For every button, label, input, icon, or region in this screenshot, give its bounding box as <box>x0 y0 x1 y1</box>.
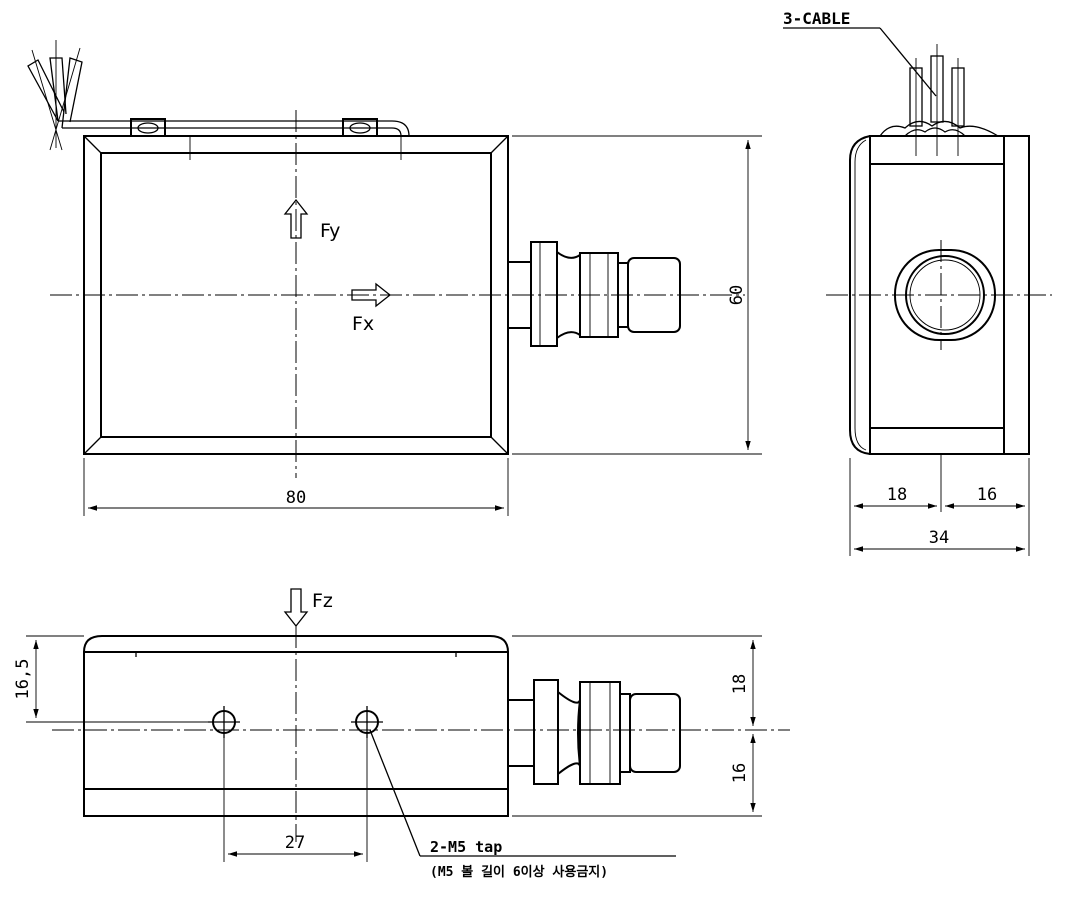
force-y-arrow <box>283 198 309 239</box>
force-y-label: Fy <box>320 220 340 242</box>
tap-note: (M5 볼 길이 6이상 사용금지) <box>430 864 608 880</box>
tap-hole-left <box>208 706 240 738</box>
bottom-view: Fz 16,5 18 16 27 2-M5 tap (M5 볼 길이 6이상 사… <box>13 588 790 880</box>
force-z-label: Fz <box>312 590 333 612</box>
force-x-arrow <box>351 282 392 308</box>
front-view: Fy Fx 60 80 <box>27 40 762 516</box>
connector-bottom <box>507 679 681 785</box>
dim-width-80: 80 <box>286 488 306 508</box>
dim-hole-height: 16,5 <box>13 659 33 700</box>
dim-side-16: 16 <box>977 485 997 505</box>
tap-hole-right <box>351 706 383 738</box>
tap-label: 2-M5 tap <box>430 838 502 856</box>
dim-bottom-16: 16 <box>730 763 750 783</box>
dim-bottom-18: 18 <box>730 674 750 694</box>
cable-ends <box>27 40 83 151</box>
cable-run <box>58 120 410 160</box>
force-x-label: Fx <box>352 313 374 335</box>
dim-side-18: 18 <box>887 485 907 505</box>
side-cable-entry <box>879 44 999 156</box>
cable-label: 3-CABLE <box>783 9 850 28</box>
side-view: 3-CABLE 18 16 34 <box>783 9 1052 556</box>
dim-hole-spacing: 27 <box>285 833 305 853</box>
dim-side-34: 34 <box>929 528 949 548</box>
force-z-arrow <box>283 588 309 628</box>
dim-height-60: 60 <box>727 285 747 305</box>
connector-front <box>507 241 681 347</box>
